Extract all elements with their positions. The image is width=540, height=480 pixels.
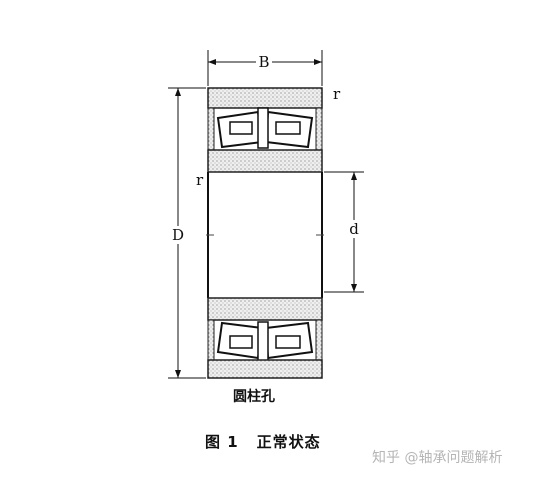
- guide-ring-bottom: [257, 321, 269, 363]
- label-width: B: [258, 53, 269, 71]
- outer-ring-wall-left-bottom: [207, 319, 215, 361]
- roller-right-top: [264, 110, 314, 149]
- roller-right-bottom: [264, 321, 314, 360]
- figure-title: 正常状态: [256, 433, 321, 451]
- bore-region: [206, 172, 324, 298]
- bore-type-caption: 圆柱孔: [233, 389, 275, 405]
- label-fillet-inner: r: [196, 171, 204, 189]
- outer-ring-bottom: [207, 359, 323, 379]
- label-fillet-top: r: [333, 85, 341, 103]
- bearing-bottom-half: [207, 297, 323, 379]
- label-outer-diameter: D: [172, 226, 184, 244]
- dimension-outer-diameter: D: [168, 87, 206, 379]
- bearing-top-half: [207, 87, 323, 173]
- guide-ring-top: [257, 107, 269, 149]
- dimension-width: B: [207, 50, 323, 86]
- roller-left-bottom: [216, 321, 264, 360]
- inner-ring-top: [207, 149, 323, 173]
- inner-ring-bottom: [207, 297, 323, 321]
- figure-caption: 图 1 正常状态: [205, 431, 321, 452]
- outer-ring-wall-left-top: [207, 107, 215, 157]
- watermark: 知乎 @轴承问题解析: [372, 450, 503, 466]
- outer-ring-top: [207, 87, 323, 109]
- dimension-bore: d: [324, 171, 364, 293]
- figure-number: 图 1: [205, 433, 239, 451]
- roller-left-top: [216, 110, 264, 149]
- label-bore: d: [349, 220, 359, 238]
- outer-ring-wall-right-top: [315, 107, 323, 157]
- outer-ring-wall-right-bottom: [315, 319, 323, 361]
